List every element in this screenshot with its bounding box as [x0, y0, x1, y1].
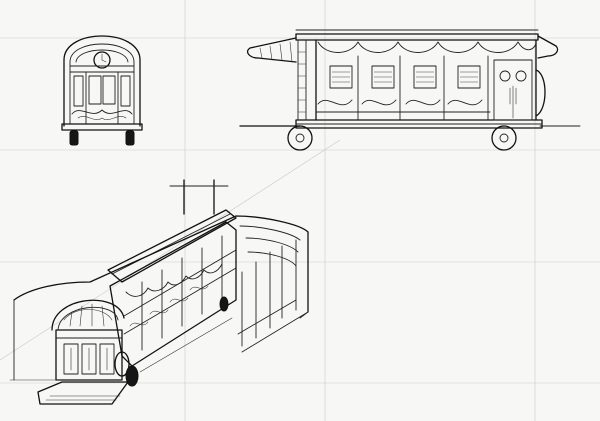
perspective-view — [9, 179, 309, 405]
side-elevation-view — [239, 29, 581, 151]
front-elevation-view — [61, 35, 143, 146]
